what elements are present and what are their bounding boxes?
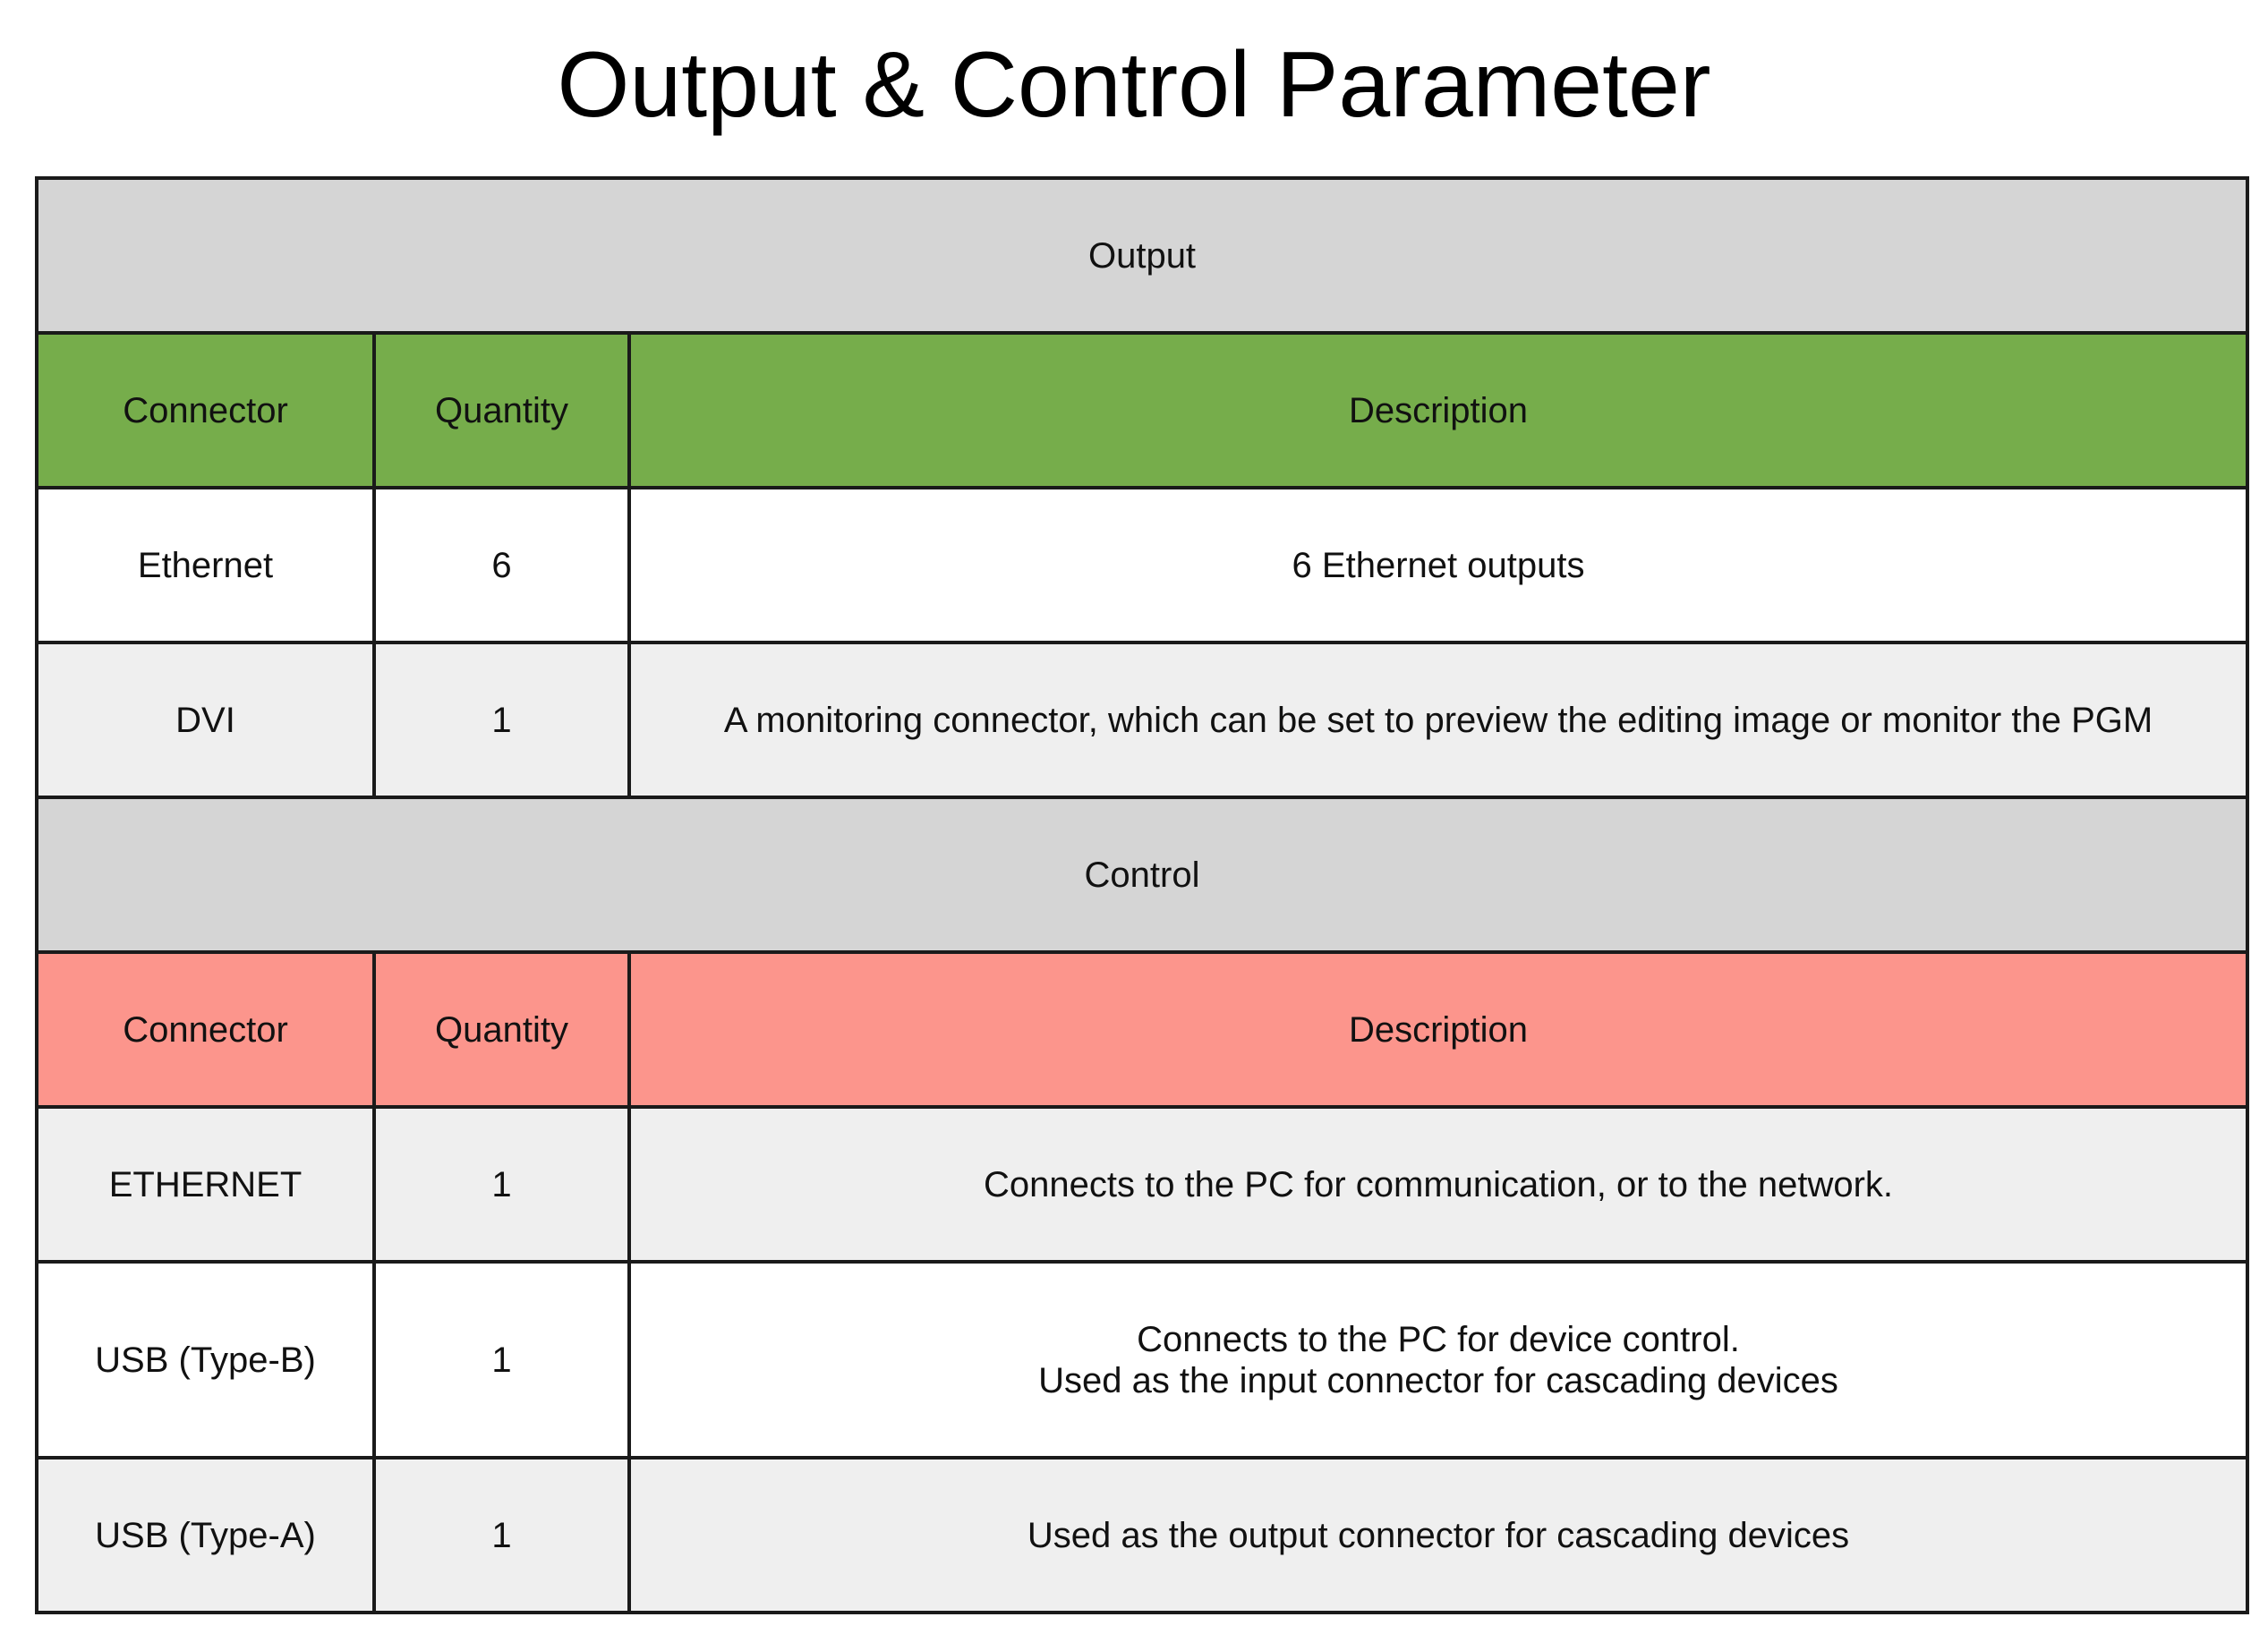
- parameter-table: Output Connector Quantity Description Et…: [34, 176, 2250, 1614]
- quantity-cell: 1: [372, 1105, 631, 1264]
- control-header-description: Description: [627, 950, 2250, 1109]
- table-row: USB (Type-B) 1 Connects to the PC for de…: [35, 1260, 2250, 1460]
- output-header-quantity: Quantity: [372, 331, 631, 489]
- output-section-label: Output: [34, 176, 2250, 335]
- quantity-cell: 1: [372, 1260, 631, 1460]
- description-line: Used as the input connector for cascadin…: [1038, 1360, 1838, 1400]
- control-header-connector: Connector: [35, 950, 376, 1109]
- table-row: DVI 1 A monitoring connector, which can …: [35, 641, 2250, 799]
- connector-cell: USB (Type-B): [35, 1260, 376, 1460]
- quantity-cell: 1: [372, 1456, 631, 1614]
- page-title: Output & Control Parameter: [557, 33, 1711, 137]
- connector-cell: Ethernet: [35, 486, 376, 644]
- description-cell: Connects to the PC for communication, or…: [627, 1105, 2250, 1264]
- description-cell: A monitoring connector, which can be set…: [627, 641, 2250, 799]
- description-cell: Used as the output connector for cascadi…: [627, 1456, 2250, 1614]
- connector-cell: ETHERNET: [35, 1105, 376, 1264]
- output-header-row: Connector Quantity Description: [35, 331, 2250, 489]
- control-section-label: Control: [34, 796, 2250, 954]
- table-row: Ethernet 6 6 Ethernet outputs: [35, 486, 2250, 644]
- description-line: Connects to the PC for device control.: [1137, 1319, 1740, 1359]
- table-row: ETHERNET 1 Connects to the PC for commun…: [35, 1105, 2250, 1264]
- description-cell: Connects to the PC for device control. U…: [627, 1260, 2250, 1460]
- connector-cell: DVI: [35, 641, 376, 799]
- quantity-cell: 6: [372, 486, 631, 644]
- quantity-cell: 1: [372, 641, 631, 799]
- control-header-quantity: Quantity: [372, 950, 631, 1109]
- control-header-row: Connector Quantity Description: [35, 950, 2250, 1109]
- output-header-description: Description: [627, 331, 2250, 489]
- output-section-row: Output: [34, 176, 2250, 335]
- description-cell: 6 Ethernet outputs: [627, 486, 2250, 644]
- control-section-row: Control: [34, 796, 2250, 954]
- table-row: USB (Type-A) 1 Used as the output connec…: [35, 1456, 2250, 1614]
- output-header-connector: Connector: [35, 331, 376, 489]
- connector-cell: USB (Type-A): [35, 1456, 376, 1614]
